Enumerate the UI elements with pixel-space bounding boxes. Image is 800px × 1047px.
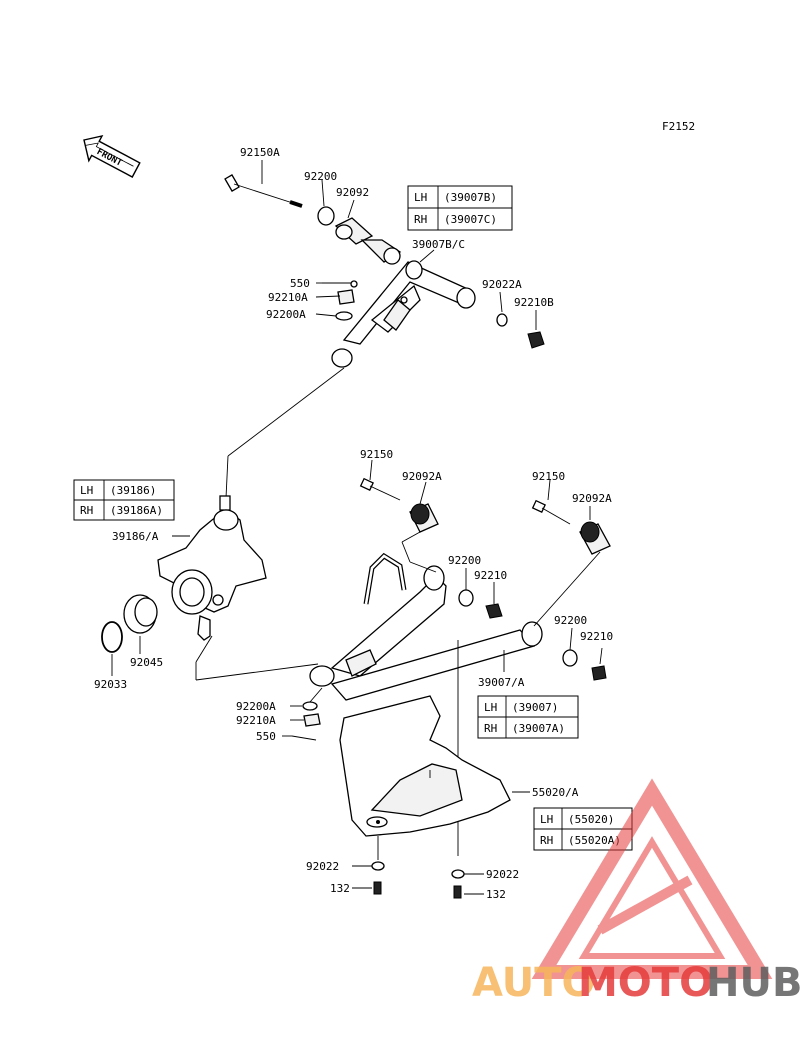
svg-text:RH: RH: [414, 213, 427, 226]
label-92200-lower-right: 92200: [554, 614, 587, 627]
lower-bolt-right: [531, 499, 571, 525]
label-132-left: 132: [330, 882, 350, 895]
guard-hardware: [371, 861, 465, 899]
circlip: [101, 621, 123, 653]
upper-leader-lines: [225, 160, 537, 499]
steering-knuckle: [157, 495, 267, 641]
label-92200A-upper: 92200A: [266, 308, 306, 321]
svg-text:(55020): (55020): [568, 813, 614, 826]
svg-text:LH: LH: [540, 813, 553, 826]
lower-right-nut: [591, 665, 607, 681]
svg-text:HUB: HUB: [706, 960, 800, 1006]
label-39007B-C: 39007B/C: [412, 238, 465, 251]
lower-castle-hardware: [291, 701, 321, 741]
svg-text:RH: RH: [540, 834, 553, 847]
label-92200A-lower: 92200A: [236, 700, 276, 713]
svg-text:(39007C): (39007C): [444, 213, 497, 226]
label-92210-lower-mid: 92210: [474, 569, 507, 582]
svg-text:(39007A): (39007A): [512, 722, 565, 735]
label-92022-left: 92022: [306, 860, 339, 873]
knuckle-leader-lines: [111, 535, 319, 681]
svg-text:MOTO: MOTO: [578, 960, 713, 1006]
label-92200-lower-mid: 92200: [448, 554, 481, 567]
svg-text:(39007): (39007): [512, 701, 558, 714]
svg-text:LH: LH: [414, 191, 427, 204]
svg-text:RH: RH: [484, 722, 497, 735]
label-92210-lower-right: 92210: [580, 630, 613, 643]
label-92022-right: 92022: [486, 868, 519, 881]
table-knuckle: LH (39186) RH (39186A): [73, 479, 175, 521]
upper-bushing: [334, 217, 402, 265]
svg-text:LH: LH: [484, 701, 497, 714]
label-92033: 92033: [94, 678, 127, 691]
label-92200-upper: 92200: [304, 170, 337, 183]
lower-bushing-right: [579, 521, 611, 555]
upper-castle-hardware: [322, 280, 358, 321]
label-92210A-lower: 92210A: [236, 714, 276, 727]
label-92210A-upper: 92210A: [268, 291, 308, 304]
label-550-lower: 550: [256, 730, 276, 743]
label-92092A-left: 92092A: [402, 470, 442, 483]
svg-text:(55020A): (55020A): [568, 834, 621, 847]
label-92210B: 92210B: [514, 296, 554, 309]
label-550-upper: 550: [290, 277, 310, 290]
svg-text:(39007B): (39007B): [444, 191, 497, 204]
label-92045: 92045: [130, 656, 163, 669]
guard-leader-lines: [352, 791, 530, 895]
label-39186-A: 39186/A: [112, 530, 159, 543]
svg-text:(39186A): (39186A): [110, 504, 163, 517]
label-55020-A: 55020/A: [532, 786, 579, 799]
svg-text:LH: LH: [80, 484, 93, 497]
lower-right-washer: [562, 649, 578, 667]
svg-text:AUTO: AUTO: [472, 960, 596, 1006]
lower-bushing-left: [409, 503, 439, 533]
label-92150-right: 92150: [532, 470, 565, 483]
table-lower-arm: LH (39007) RH (39007A): [477, 695, 579, 739]
automotohub-watermark: [531, 778, 773, 979]
upper-right-nut: [527, 331, 545, 349]
label-92022A: 92022A: [482, 278, 522, 291]
svg-text:RH: RH: [80, 504, 93, 517]
upper-washer: [317, 206, 335, 226]
automotohub-logo-text: AUTO MOTO HUB: [472, 960, 800, 1006]
label-92150-left: 92150: [360, 448, 393, 461]
label-132-right: 132: [486, 888, 506, 901]
lower-a-arm: [309, 552, 543, 701]
upper-right-washer: [496, 313, 508, 327]
label-92092A-right: 92092A: [572, 492, 612, 505]
lower-mid-nut: [485, 603, 503, 619]
front-arrow-icon: FRONT: [83, 134, 141, 178]
lower-mid-washer: [458, 589, 474, 607]
label-92150A: 92150A: [240, 146, 280, 159]
upper-bolt: [224, 174, 303, 208]
svg-text:(39186): (39186): [110, 484, 156, 497]
lower-bolt-left: [359, 477, 401, 501]
label-39007-A: 39007/A: [478, 676, 525, 689]
skid-plate: [339, 695, 511, 837]
table-upper-arm: LH (39007B) RH (39007C): [407, 185, 513, 231]
figure-code: F2152: [662, 120, 695, 133]
bearing: [123, 594, 158, 634]
upper-a-arm: [331, 260, 476, 368]
label-92092: 92092: [336, 186, 369, 199]
